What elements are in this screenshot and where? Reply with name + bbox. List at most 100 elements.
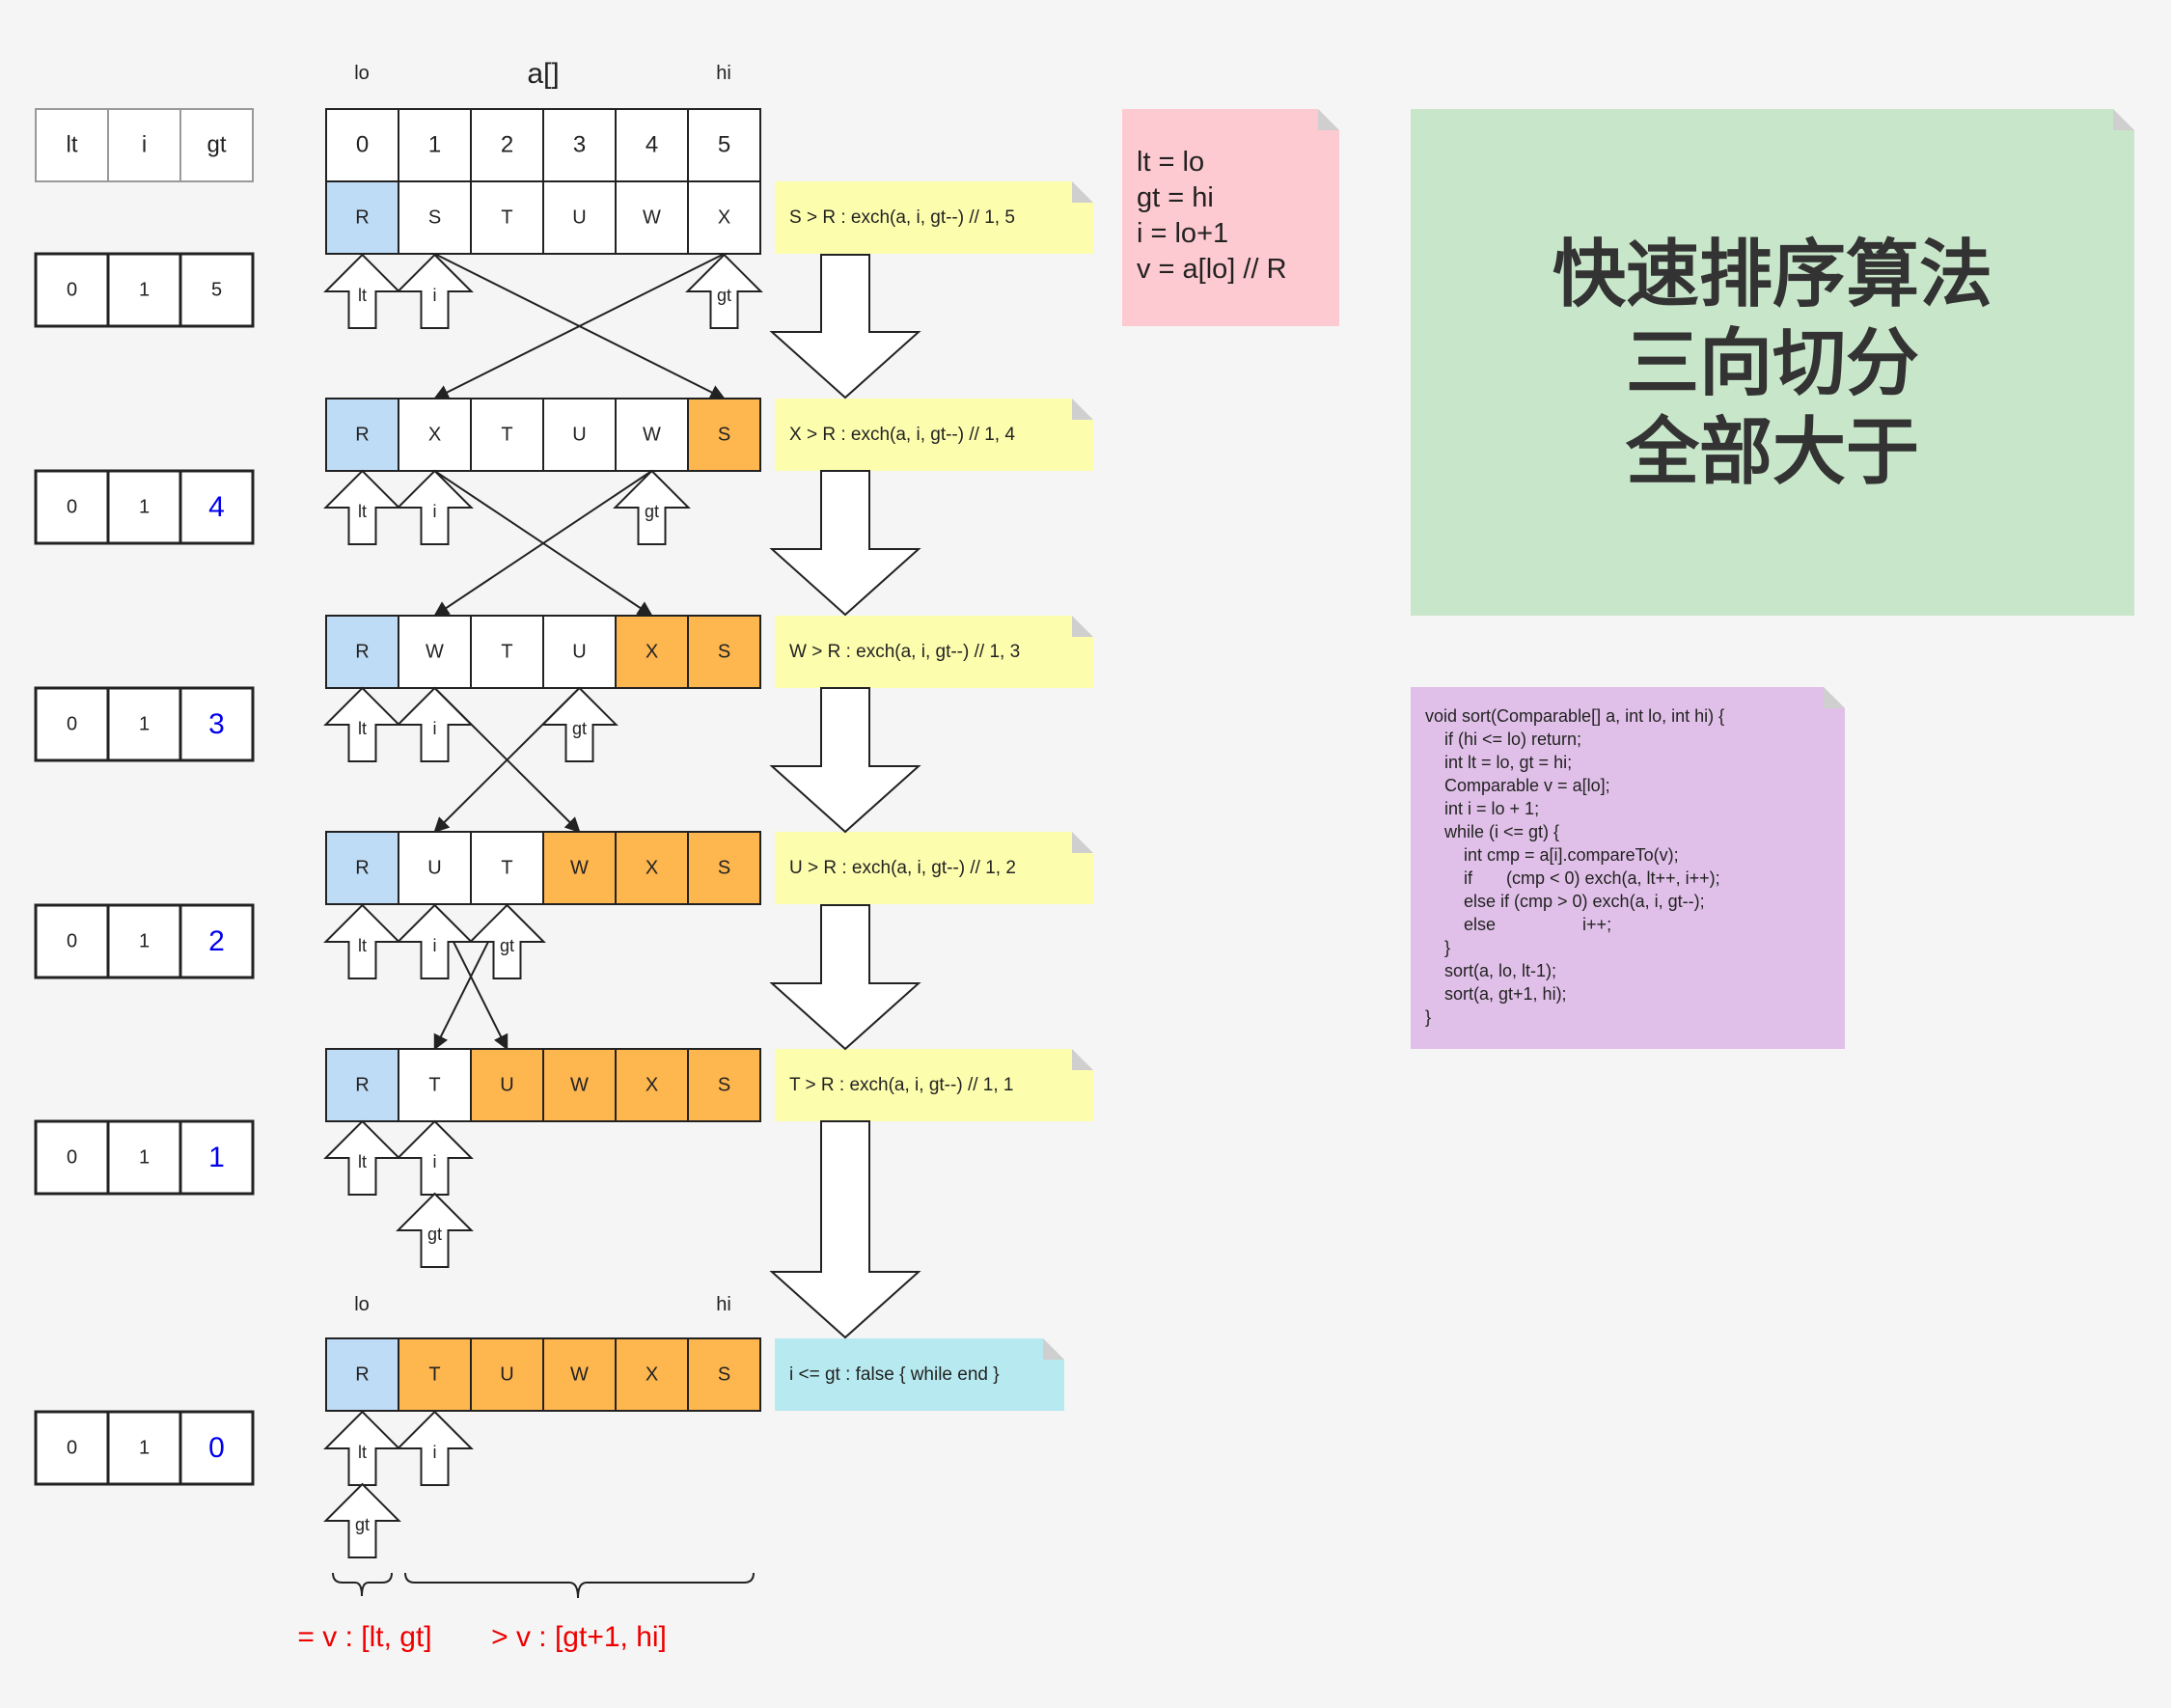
pointer-lt-arrow: lt xyxy=(323,903,401,979)
array-cell xyxy=(470,180,544,255)
pointer-i-arrow: i xyxy=(396,686,474,762)
code-line: sort(a, lo, lt-1); xyxy=(1425,961,1556,980)
equal-range-label: = v : [lt, gt] xyxy=(297,1621,431,1653)
array-cell-value: U xyxy=(572,642,586,663)
pointer-i-arrow: i xyxy=(396,903,474,979)
var-value: 0 xyxy=(67,714,77,735)
flow-arrow xyxy=(769,687,921,834)
code-note: void sort(Comparable[] a, int lo, int hi… xyxy=(1411,687,1845,1049)
swap-lines xyxy=(433,253,726,1051)
array-cell xyxy=(470,1337,544,1412)
array-cell-value: R xyxy=(355,425,369,446)
var-cell xyxy=(106,903,182,979)
var-value: 0 xyxy=(67,931,77,952)
array-cell xyxy=(615,831,689,905)
step-note xyxy=(775,832,1093,904)
index-label: 5 xyxy=(718,132,730,158)
step-note-text: X > R : exch(a, i, gt--) // 1, 4 xyxy=(789,425,1015,445)
pointer-header-cell xyxy=(107,108,181,182)
array-cell-value: T xyxy=(428,1075,440,1096)
var-value: 1 xyxy=(139,280,150,301)
var-value: 2 xyxy=(208,925,225,957)
pointer-header-label: lt xyxy=(67,132,78,158)
pointer-arrow-shape xyxy=(613,469,691,545)
code-line: int i = lo + 1; xyxy=(1425,799,1539,818)
flow-arrow xyxy=(769,470,921,617)
init-note-bg-fold xyxy=(1318,109,1339,130)
array-cell-value: U xyxy=(572,425,586,446)
var-cell xyxy=(106,252,182,328)
pointer-arrow-shape xyxy=(685,253,763,329)
final-hi-label: hi xyxy=(716,1294,731,1315)
array-cell-value: X xyxy=(646,858,658,879)
array-cell-value: R xyxy=(355,642,369,663)
pointer-arrow-shape xyxy=(396,253,474,329)
array-name-label: a[] xyxy=(527,58,559,90)
step-note xyxy=(775,1338,1064,1411)
step-note-fold xyxy=(1072,181,1093,203)
index-cell xyxy=(470,108,544,182)
var-value: 0 xyxy=(67,497,77,518)
step-note-fold xyxy=(1072,399,1093,420)
code-line: void sort(Comparable[] a, int lo, int hi… xyxy=(1425,706,1724,726)
step-note xyxy=(775,399,1093,471)
var-cell xyxy=(179,1410,255,1486)
pointer-label: gt xyxy=(500,936,514,955)
var-cell xyxy=(179,1119,255,1196)
code-line: sort(a, gt+1, hi); xyxy=(1425,984,1567,1004)
pointer-label: gt xyxy=(355,1515,370,1534)
pointer-arrow-shape xyxy=(396,1192,474,1268)
pointer-gt-arrow: gt xyxy=(323,1482,401,1558)
index-label: 4 xyxy=(646,132,658,158)
pointer-gt-arrow: gt xyxy=(468,903,546,979)
array-cell xyxy=(470,398,544,472)
code-line: if (hi <= lo) return; xyxy=(1425,730,1581,749)
array-cell xyxy=(542,1337,617,1412)
pointer-gt-arrow: gt xyxy=(540,686,618,762)
array-cell xyxy=(687,180,761,255)
array-cell-value: X xyxy=(646,1364,658,1386)
array-cell-value: W xyxy=(643,425,661,446)
pointer-arrow-shape xyxy=(396,686,474,762)
pointer-arrow-shape xyxy=(323,686,401,762)
index-label: 0 xyxy=(356,132,369,158)
array-cell xyxy=(325,1048,399,1122)
step-note xyxy=(775,181,1093,254)
title-note-bg-fold xyxy=(2113,109,2134,130)
step-notes: S > R : exch(a, i, gt--) // 1, 5X > R : … xyxy=(775,181,1093,1411)
pointer-header-cell xyxy=(35,108,109,182)
code-line: } xyxy=(1425,1007,1431,1027)
array-cell-value: U xyxy=(500,1364,513,1386)
code-note-bg xyxy=(1411,687,1845,1049)
step-note-text: T > R : exch(a, i, gt--) // 1, 1 xyxy=(789,1075,1013,1095)
pointer-arrow-shape xyxy=(323,1482,401,1558)
pointer-label: lt xyxy=(358,936,367,955)
pointer-label: i xyxy=(433,502,437,521)
pointer-gt-arrow: gt xyxy=(613,469,691,545)
var-value: 4 xyxy=(208,491,225,523)
array-cell xyxy=(542,180,617,255)
pointer-i-arrow: i xyxy=(396,253,474,329)
array-cell xyxy=(542,398,617,472)
init-note-line: i = lo+1 xyxy=(1137,218,1228,249)
pointer-i-arrow: i xyxy=(396,1119,474,1196)
code-line: else i++; xyxy=(1425,915,1611,934)
step-note-text: U > R : exch(a, i, gt--) // 1, 2 xyxy=(789,858,1016,878)
pointer-label: i xyxy=(433,719,437,738)
array-cell xyxy=(325,1337,399,1412)
pointer-label: gt xyxy=(717,286,731,305)
code-line: int lt = lo, gt = hi; xyxy=(1425,753,1572,772)
step-note-fold xyxy=(1072,1049,1093,1070)
code-line: while (i <= gt) { xyxy=(1425,822,1559,841)
array-cell xyxy=(687,831,761,905)
step-note-fold xyxy=(1072,832,1093,853)
title-line: 三向切分 xyxy=(1626,323,1919,405)
swap-line xyxy=(433,253,725,399)
pointer-label: lt xyxy=(358,719,367,738)
code-line: else if (cmp > 0) exch(a, i, gt--); xyxy=(1425,892,1705,911)
